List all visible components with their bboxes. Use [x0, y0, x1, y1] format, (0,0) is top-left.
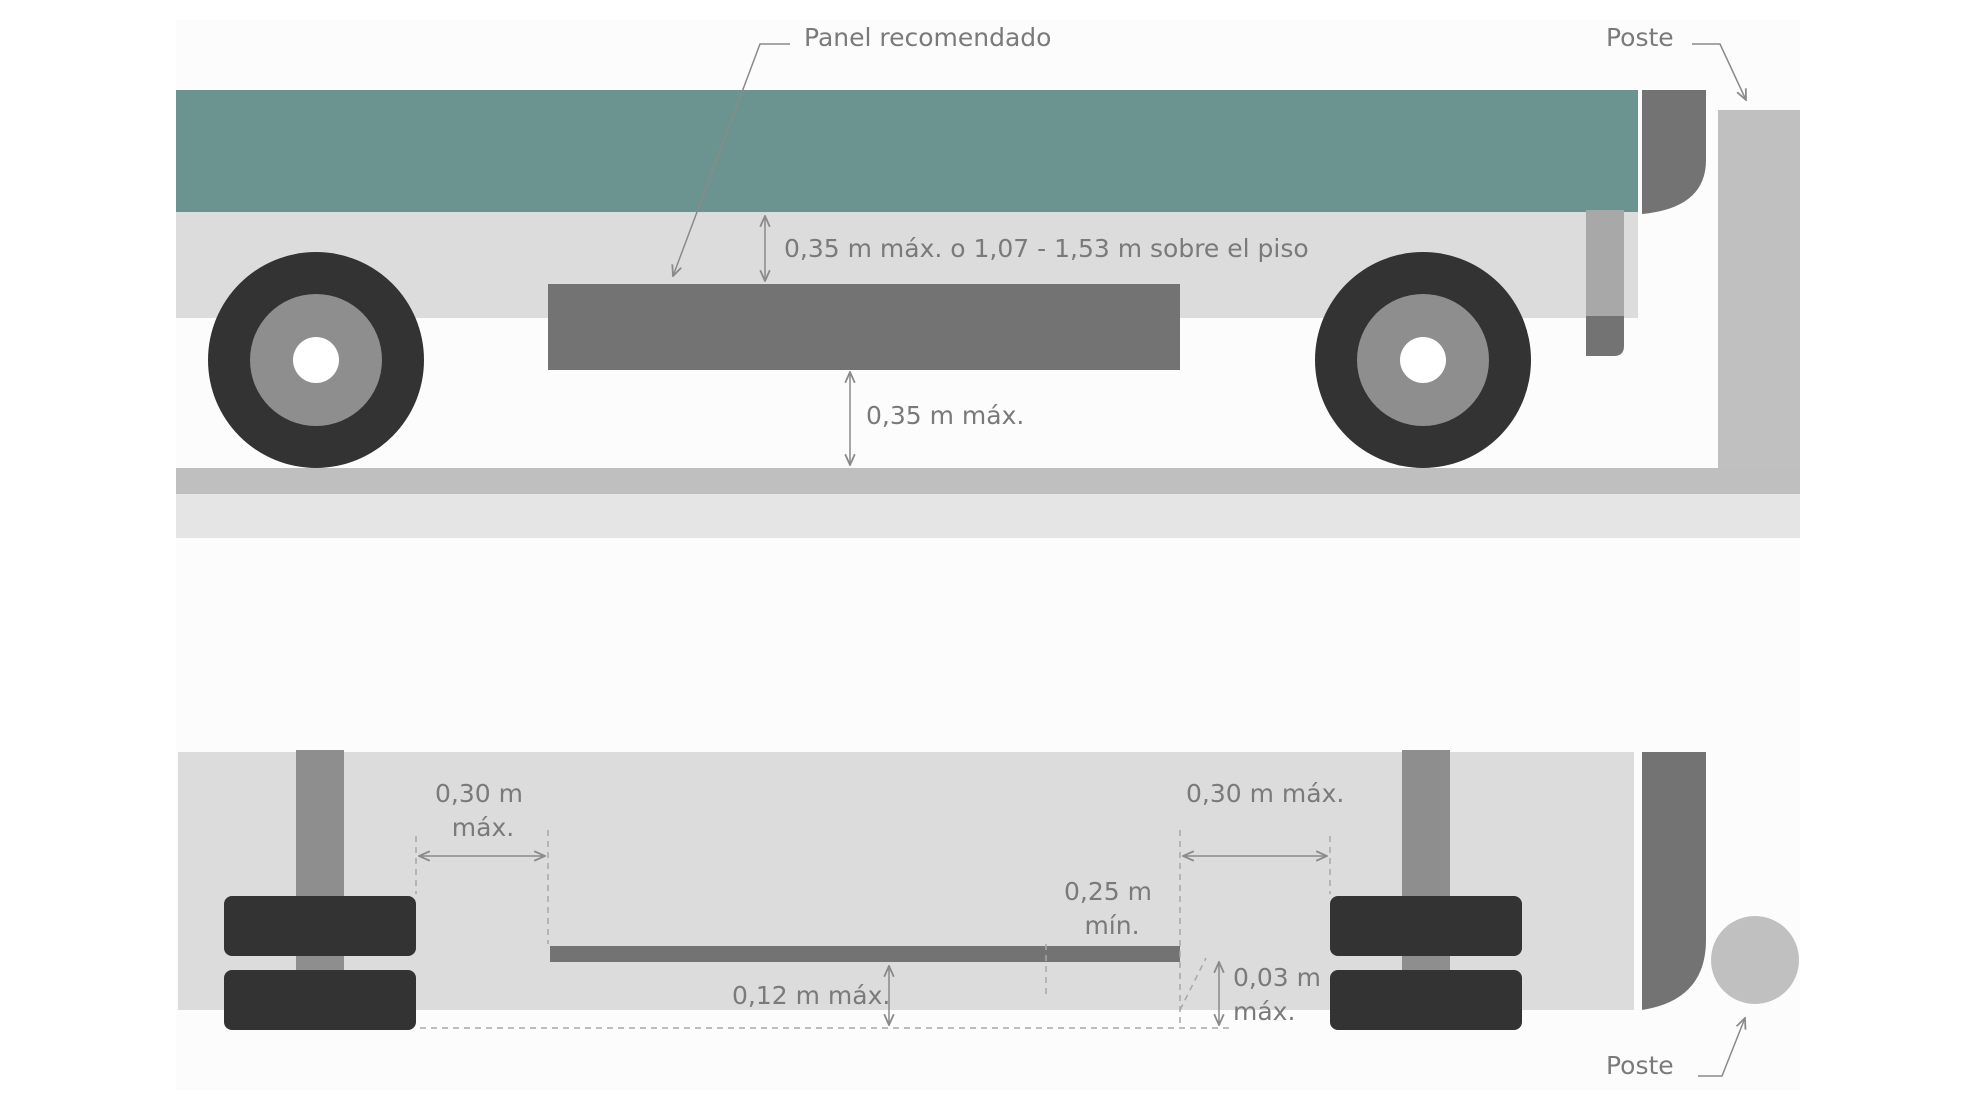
panel-recommended-label: Panel recomendado [804, 23, 1051, 52]
edge-gap-taper [1179, 957, 1207, 1011]
edge-gap-label: 0,03 m máx. [1233, 963, 1329, 1026]
bus-body [176, 90, 1638, 212]
post-top-label: Poste [1606, 23, 1674, 52]
front-gap-label-line2: máx. [452, 813, 514, 842]
rear-bumper [1642, 90, 1706, 214]
edge-gap-label-line2: máx. [1233, 997, 1295, 1026]
ground-strip [176, 468, 1800, 494]
rear-wheel [1315, 252, 1531, 468]
post-bottom-label: Poste [1606, 1051, 1674, 1080]
side-panel [548, 284, 1180, 370]
panel-offset-label: 0,12 m máx. [732, 981, 890, 1010]
rear-post-upright [1718, 110, 1800, 490]
rear-tire-outer [1330, 896, 1522, 956]
panel-width-label: 0,25 m mín. [1064, 877, 1160, 940]
rear-support-bar [1586, 210, 1624, 316]
rear-gap-label: 0,30 m máx. [1186, 779, 1344, 808]
edge-gap-label-line1: 0,03 m [1233, 963, 1321, 992]
panel-width-label-line1: 0,25 m [1064, 877, 1152, 906]
front-wheel [208, 252, 424, 468]
front-tire-outer [224, 896, 416, 956]
post-top-leader-line [1692, 43, 1746, 100]
top-post [1711, 916, 1799, 1004]
panel-leader-line [673, 43, 790, 276]
rear-tire-inner [1330, 970, 1522, 1030]
top-side-panel [550, 946, 1180, 962]
rear-support-foot [1586, 316, 1624, 356]
panel-width-label-line2: mín. [1084, 911, 1139, 940]
front-gap-label-line1: 0,30 m [435, 779, 523, 808]
side-view: Panel recomendado Poste 0,35 m máx. o 1,… [176, 23, 1800, 538]
top-view: 0,30 m máx. 0,30 m máx. 0,25 m mín. 0,12… [178, 750, 1799, 1080]
panel-ground-label: 0,35 m máx. [866, 401, 1024, 430]
panel-height-label: 0,35 m máx. o 1,07 - 1,53 m sobre el pis… [784, 234, 1309, 263]
post-bottom-leader-line [1698, 1018, 1745, 1077]
top-chassis [178, 752, 1634, 1010]
front-gap-label: 0,30 m máx. [435, 779, 531, 842]
front-tire-inner [224, 970, 416, 1030]
top-rear-bumper [1642, 752, 1706, 1010]
